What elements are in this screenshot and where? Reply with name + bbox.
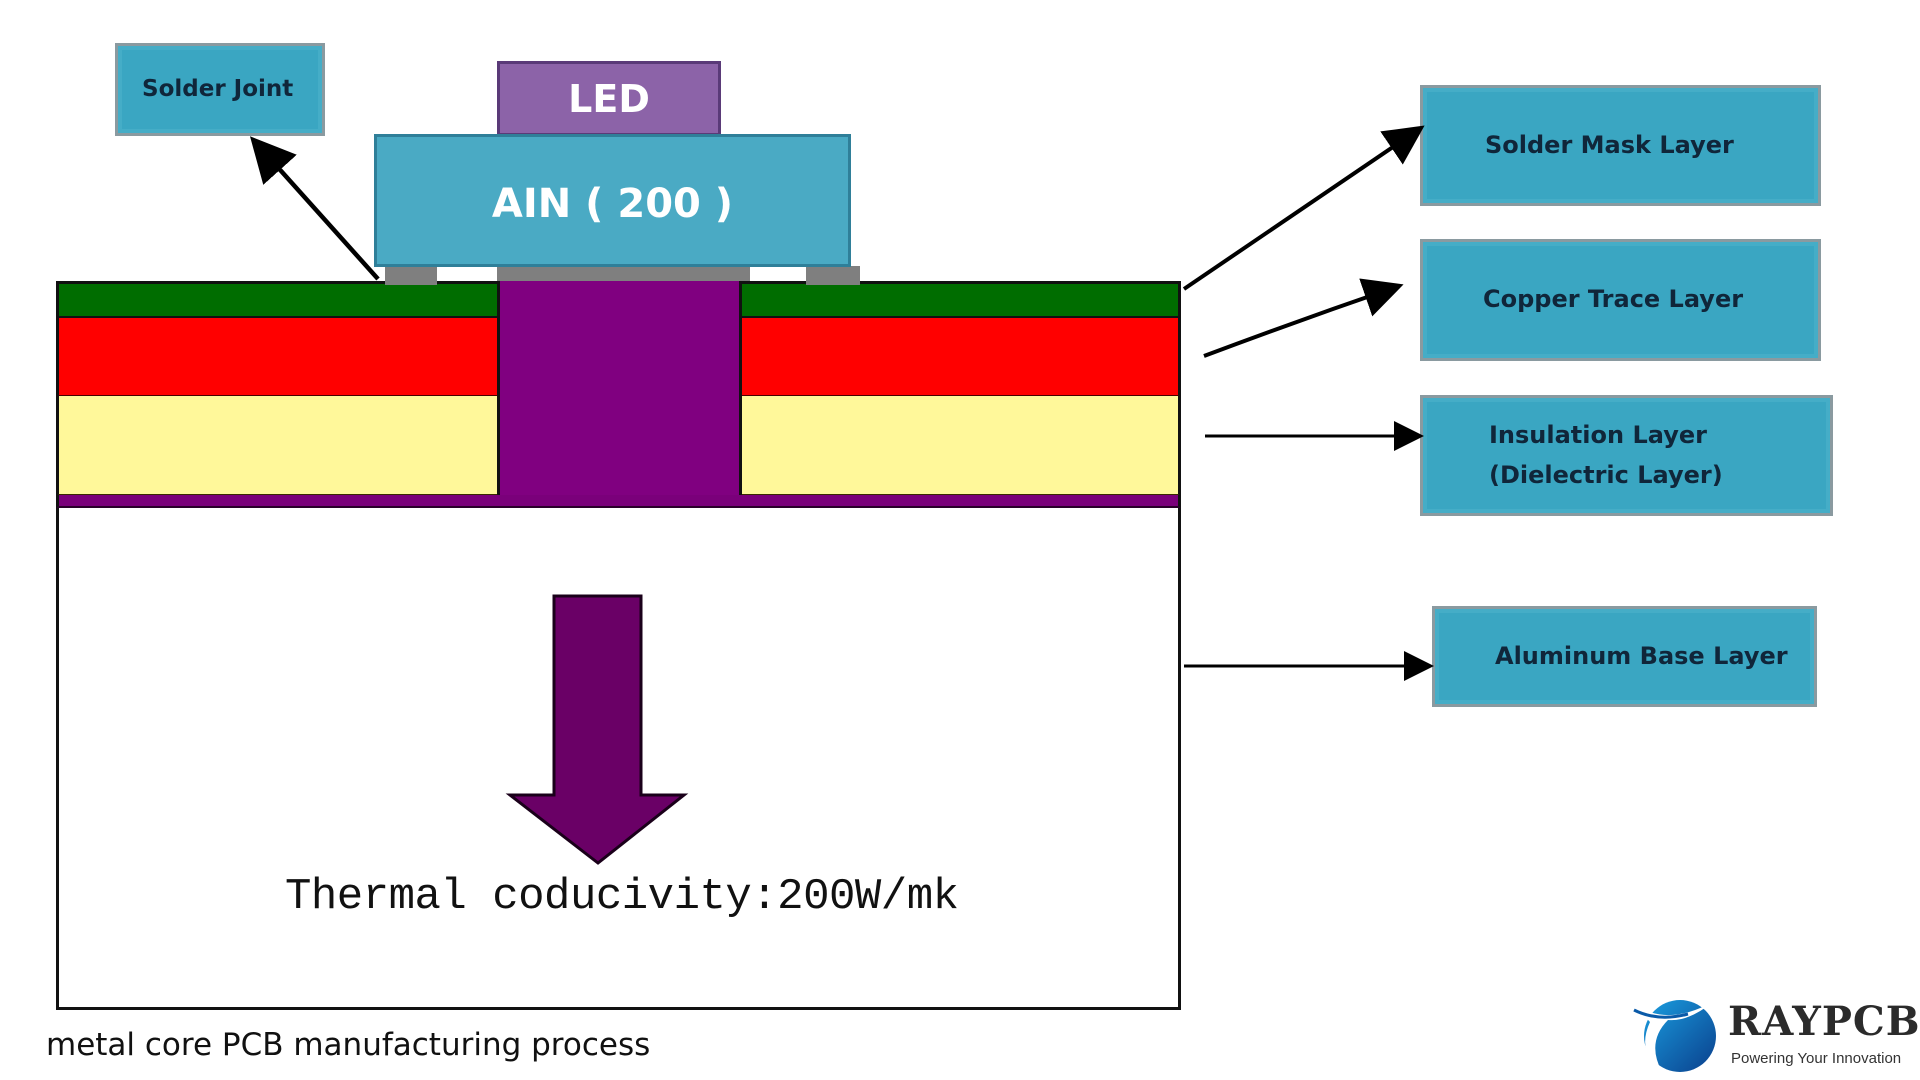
copper-trace-layer-left xyxy=(56,318,498,397)
callout-solder-mask-text: Solder Mask Layer xyxy=(1485,130,1734,159)
arrow-copper-trace xyxy=(1203,278,1404,358)
raypcb-globe-icon xyxy=(1633,1000,1716,1072)
solder-pad-center xyxy=(497,266,750,281)
arrow-solder-joint xyxy=(249,136,380,281)
solder-pad-left xyxy=(385,266,437,285)
callout-aluminum-base-text: Aluminum Base Layer xyxy=(1495,641,1788,670)
aln-substrate: AIN ( 200 ) xyxy=(374,134,851,267)
copper-trace-layer-right xyxy=(740,318,1181,397)
led-chip: LED xyxy=(497,61,721,136)
heat-flow-arrow-icon xyxy=(505,594,689,865)
callout-solder-joint-text: Solder Joint xyxy=(142,75,294,102)
raypcb-tagline: Powering Your Innovation xyxy=(1731,1050,1902,1067)
arrow-solder-mask xyxy=(1182,125,1425,291)
led-label: LED xyxy=(568,76,650,121)
thermal-conductivity-note: Thermal coducivity:200W/mk xyxy=(285,872,959,922)
solder-pad-right xyxy=(806,266,860,285)
solder-mask-layer-right xyxy=(740,281,1181,319)
thermal-via-column xyxy=(497,281,742,497)
solder-mask-layer-left xyxy=(56,281,498,319)
insulation-layer-right xyxy=(740,396,1181,496)
raypcb-logo: RAYPCB Powering Your Innovation xyxy=(1628,992,1920,1078)
diagram-caption: metal core PCB manufacturing process xyxy=(46,1027,651,1063)
callout-insulation-text-line1: Insulation Layer xyxy=(1489,420,1707,449)
raypcb-brand-name: RAYPCB xyxy=(1728,998,1920,1045)
thermal-via-bottom-strip xyxy=(56,495,1181,508)
aln-substrate-label: AIN ( 200 ) xyxy=(491,180,734,227)
callout-copper-trace-text: Copper Trace Layer xyxy=(1483,285,1744,314)
callout-solder-mask: Solder Mask Layer xyxy=(1420,85,1821,206)
callout-insulation-text-line2: (Dielectric Layer) xyxy=(1489,460,1723,489)
callout-insulation: Insulation Layer (Dielectric Layer) xyxy=(1420,395,1833,516)
callout-solder-joint: Solder Joint xyxy=(115,43,325,136)
callout-copper-trace: Copper Trace Layer xyxy=(1420,239,1821,361)
